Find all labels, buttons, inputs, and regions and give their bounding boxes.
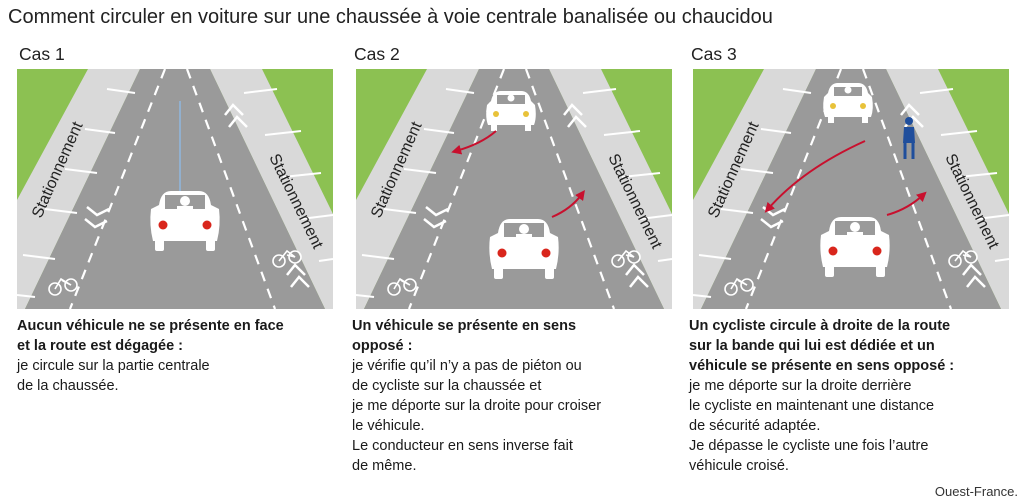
heading-line: Un véhicule se présente en sens [352,318,577,334]
cyclist-icon [903,117,915,159]
swerve-arrow-icon [551,189,585,218]
case-label: Cas 2 [354,44,400,64]
heading-line: véhicule se présente en sens opposé : [689,358,955,374]
case-label: Cas 1 [19,44,65,64]
body-line: je me déporte sur la droite pour croiser [352,398,602,414]
heading-line: et la route est dégagée : [17,338,183,354]
body-line: de la chaussée. [17,378,119,394]
heading-line: Aucun véhicule ne se présente en face [17,318,284,334]
body-line: je me déporte sur la droite derrière [689,378,912,394]
heading-line: sur la bande qui lui est dédiée et un [689,338,935,354]
swerve-arrow-icon [451,130,497,155]
page-title: Comment circuler en voiture sur une chau… [8,6,773,28]
swerve-arrow-icon [764,140,866,213]
body-line: Je dépasse le cycliste une fois l’autre [689,438,929,454]
road-diagram-case-2: Stationnement Stationnement [354,69,674,309]
swerve-arrow-icon [886,191,927,216]
body-line: de cycliste sur la chaussée et [352,378,542,394]
body-line: véhicule croisé. [689,458,789,474]
oncoming-car-icon [823,83,873,123]
body-line: de sécurité adaptée. [689,418,821,434]
body-line: Le conducteur en sens inverse fait [352,438,573,454]
case-1-description: Aucun véhicule ne se présente en face et… [17,316,357,396]
body-line: je circule sur la partie centrale [17,358,210,374]
road-diagram-case-1: Stationnement Stationnement [17,69,333,309]
credit: Ouest-France. [934,484,1018,499]
heading-line: opposé : [352,338,413,354]
body-line: le cycliste en maintenant une distance [689,398,935,414]
heading-line: Un cycliste circule à droite de la route [689,318,951,334]
case-label: Cas 3 [691,44,737,64]
case-3-description: Un cycliste circule à droite de la route… [689,316,1024,476]
case-2-description: Un véhicule se présente en sens opposé :… [352,316,692,476]
body-line: je vérifie qu’il n’y a pas de piéton ou [352,358,582,374]
body-line: de même. [352,458,417,474]
case-3: Cas 3 Stationnement Stationnement Un cyc… [689,44,1019,474]
case-2: Cas 2 Stationnement Stationnement Un véh… [352,44,682,474]
case-1: Cas 1 Stationnement Stationnement Aucun … [17,44,347,394]
road-diagram-case-3: Stationnement Stationnement [691,69,1011,309]
body-line: le véhicule. [352,418,425,434]
oncoming-car-icon [486,91,536,131]
